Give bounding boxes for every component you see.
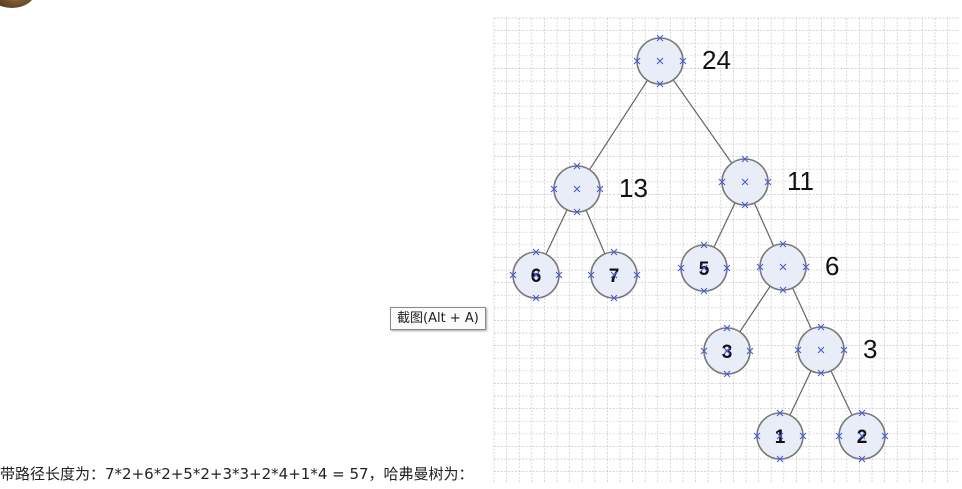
node-weight-label: 2 bbox=[857, 427, 868, 448]
selection-handle-icon bbox=[700, 241, 708, 249]
grid-background bbox=[493, 17, 958, 482]
node-sum-label: 11 bbox=[787, 166, 814, 196]
selection-handle-icon bbox=[700, 264, 708, 272]
selection-handle-icon bbox=[794, 346, 802, 354]
tree-nodes: 24 13 11 6 7 5 6 3 3 1 2 bbox=[509, 34, 889, 463]
selection-handle-icon bbox=[718, 178, 726, 186]
selection-handle-icon bbox=[835, 432, 843, 440]
node-sum-label: 6 bbox=[825, 251, 839, 281]
selection-handle-icon bbox=[776, 432, 784, 440]
tree-node-n1: 1 bbox=[753, 409, 807, 463]
path-length-caption: 带路径长度为：7*2+6*2+5*2+3*3+2*4+1*4 = 57，哈弗曼树… bbox=[0, 465, 474, 483]
selection-handle-icon bbox=[610, 294, 618, 302]
selection-handle-icon bbox=[509, 271, 517, 279]
selection-handle-icon bbox=[532, 271, 540, 279]
tree-node-n5: 5 bbox=[677, 241, 731, 295]
node-weight-label: 1 bbox=[775, 427, 786, 448]
tree-node-n2: 2 bbox=[835, 409, 889, 463]
node-weight-label: 7 bbox=[609, 266, 620, 287]
screenshot-tooltip: 截图(Alt + A) bbox=[390, 307, 486, 330]
selection-handle-icon bbox=[532, 248, 540, 256]
tree-node-n3a: 3 bbox=[700, 324, 754, 378]
tree-node-n6b: 6 bbox=[756, 240, 839, 294]
selection-handle-icon bbox=[532, 294, 540, 302]
selection-handle-icon bbox=[677, 264, 685, 272]
node-sum-label: 24 bbox=[702, 45, 731, 75]
selection-handle-icon bbox=[700, 287, 708, 295]
selection-handle-icon bbox=[723, 347, 731, 355]
selection-handle-icon bbox=[633, 57, 641, 65]
selection-handle-icon bbox=[858, 409, 866, 417]
selection-handle-icon bbox=[741, 201, 749, 209]
selection-handle-icon bbox=[573, 208, 581, 216]
selection-handle-icon bbox=[610, 271, 618, 279]
selection-handle-icon bbox=[633, 271, 641, 279]
tree-node-n13: 13 bbox=[550, 162, 648, 216]
selection-handle-icon bbox=[555, 271, 563, 279]
selection-handle-icon bbox=[573, 185, 581, 193]
selection-handle-icon bbox=[858, 432, 866, 440]
selection-handle-icon bbox=[779, 286, 787, 294]
tree-node-n11: 11 bbox=[718, 155, 814, 209]
tree-edge-n24-n11 bbox=[659, 60, 746, 183]
tree-edge-n24-n13 bbox=[576, 60, 661, 190]
selection-handle-icon bbox=[741, 178, 749, 186]
tree-node-n3b: 3 bbox=[794, 323, 877, 377]
node-sum-label: 13 bbox=[619, 173, 648, 203]
selection-handle-icon bbox=[817, 323, 825, 331]
node-weight-label: 5 bbox=[699, 259, 710, 280]
selection-handle-icon bbox=[573, 162, 581, 170]
selection-handle-icon bbox=[799, 432, 807, 440]
selection-handle-icon bbox=[817, 369, 825, 377]
selection-handle-icon bbox=[656, 80, 664, 88]
selection-handle-icon bbox=[741, 155, 749, 163]
selection-handle-icon bbox=[550, 185, 558, 193]
selection-handle-icon bbox=[858, 455, 866, 463]
selection-handle-icon bbox=[753, 432, 761, 440]
selection-handle-icon bbox=[596, 185, 604, 193]
tree-node-n7: 7 bbox=[587, 248, 641, 302]
selection-handle-icon bbox=[723, 324, 731, 332]
selection-handle-icon bbox=[756, 263, 764, 271]
node-weight-label: 3 bbox=[722, 342, 733, 363]
selection-handle-icon bbox=[656, 57, 664, 65]
selection-handle-icon bbox=[764, 178, 772, 186]
tree-node-n6a: 6 bbox=[509, 248, 563, 302]
selection-handle-icon bbox=[779, 263, 787, 271]
selection-handle-icon bbox=[779, 240, 787, 248]
selection-handle-icon bbox=[776, 455, 784, 463]
selection-handle-icon bbox=[700, 347, 708, 355]
selection-handle-icon bbox=[587, 271, 595, 279]
selection-handle-icon bbox=[817, 346, 825, 354]
selection-handle-icon bbox=[610, 248, 618, 256]
selection-handle-icon bbox=[746, 347, 754, 355]
selection-handle-icon bbox=[840, 346, 848, 354]
selection-handle-icon bbox=[723, 264, 731, 272]
selection-handle-icon bbox=[723, 370, 731, 378]
selection-handle-icon bbox=[656, 34, 664, 42]
avatar bbox=[0, 0, 36, 8]
selection-handle-icon bbox=[881, 432, 889, 440]
selection-handle-icon bbox=[776, 409, 784, 417]
selection-handle-icon bbox=[802, 263, 810, 271]
tree-node-n24: 24 bbox=[633, 34, 731, 88]
selection-handle-icon bbox=[679, 57, 687, 65]
node-sum-label: 3 bbox=[863, 334, 877, 364]
node-weight-label: 6 bbox=[531, 266, 542, 287]
